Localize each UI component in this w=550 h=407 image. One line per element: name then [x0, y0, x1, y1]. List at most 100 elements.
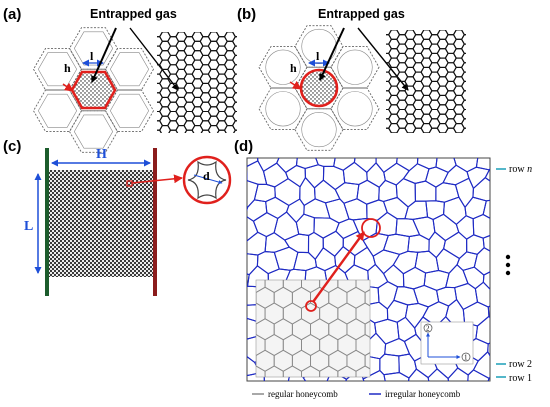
honeycomb-cell [390, 30, 398, 31]
honeycomb-cell [423, 30, 430, 31]
dim-h-label-b: h [290, 61, 297, 75]
honeycomb-cell [429, 16, 440, 25]
honeycomb-cell [373, 142, 384, 151]
regular-cell [229, 303, 247, 324]
irregular-cell [497, 322, 516, 339]
honeycomb-cell [373, 77, 384, 86]
dim-l-label-a: l [90, 49, 94, 63]
honeycomb-cell [373, 133, 384, 142]
honeycomb-cell [226, 32, 234, 33]
honeycomb-cell [231, 36, 237, 47]
honeycomb-cell [144, 32, 155, 41]
regular-cell [229, 366, 247, 387]
honeycomb-cell [445, 16, 456, 25]
lattice-specimen [47, 170, 154, 277]
honeycomb-cell [144, 126, 155, 135]
honeycomb-cell [460, 127, 466, 133]
schematic-cell [32, 47, 83, 91]
honeycomb-pattern-b [373, 16, 473, 151]
irregular-cell [386, 131, 409, 150]
irregular-cell [503, 300, 529, 323]
irregular-cell [487, 376, 490, 381]
schematic-cell [258, 45, 308, 89]
core-hexagon-a [70, 70, 117, 110]
schematic-cell-inner [265, 49, 301, 85]
panel-label-d: (d) [234, 138, 253, 155]
honeycomb-cell [460, 62, 466, 73]
honeycomb-cell [144, 116, 155, 125]
irregular-cell [247, 206, 249, 212]
honeycomb-cell [389, 142, 400, 151]
honeycomb-cell [373, 86, 384, 95]
irregular-cell [495, 249, 519, 274]
irregular-cell [487, 342, 490, 357]
honeycomb-cell [200, 18, 211, 27]
honeycomb-cell [373, 114, 384, 123]
panel-label-c: (c) [3, 138, 21, 155]
irregular-cell [493, 214, 515, 236]
irregular-cell [364, 132, 390, 153]
entrapped-gas-label-b: Entrapped gas [318, 7, 405, 21]
honeycomb-cell [177, 32, 185, 33]
schematic-cell [330, 87, 380, 131]
regular-cell [364, 320, 370, 338]
irregular-cell [487, 305, 490, 319]
schematic-cell-inner [37, 52, 78, 87]
dim-h-label-a: h [64, 61, 71, 75]
honeycomb-cell [381, 138, 392, 147]
honeycomb-cell [445, 138, 456, 147]
dimension-h-arrow-b [289, 80, 302, 90]
honeycomb-cell [437, 142, 448, 151]
honeycomb-cell [460, 80, 466, 92]
gas-pointer-arrow-b2 [357, 27, 409, 91]
honeycomb-cell [231, 92, 237, 103]
legend-regular-label: regular honeycomb [268, 389, 338, 399]
schematic-cell-inner [37, 93, 78, 128]
legend: regular honeycomb irregular honeycomb [252, 389, 461, 399]
core-circle-b [299, 68, 339, 108]
irregular-cell [506, 230, 524, 253]
honeycomb-cell [421, 142, 432, 151]
regular-cell [355, 365, 370, 377]
honeycomb-cell [194, 32, 201, 33]
schematic-cell [258, 87, 308, 131]
honeycomb-cell [429, 138, 440, 147]
honeycomb-cell [460, 99, 466, 111]
dim-L-label: L [24, 219, 33, 234]
irregular-cell [484, 167, 490, 182]
regular-cell [364, 352, 370, 370]
honeycomb-cell [460, 71, 466, 82]
honeycomb-cell [373, 124, 384, 133]
honeycomb-cell [390, 132, 398, 133]
honeycomb-cell [406, 132, 414, 133]
irregular-cell [285, 133, 307, 151]
honeycomb-cell [231, 64, 237, 75]
irregular-cell [443, 132, 467, 156]
honeycomb-cell [144, 79, 155, 88]
right-boundary-bar [153, 148, 157, 296]
honeycomb-cell [160, 135, 171, 144]
panel-b: (b) Entrapped gas l h [237, 6, 473, 151]
legend-irregular-label: irregular honeycomb [385, 389, 461, 399]
irregular-cell [267, 129, 290, 156]
regular-cell [229, 335, 247, 356]
schematic-cell [294, 25, 344, 68]
irregular-cell [425, 132, 444, 153]
honeycomb-cell [460, 118, 466, 129]
schematic-cell [330, 45, 380, 89]
schematic-cell [68, 27, 119, 70]
honeycomb-cell [462, 138, 473, 147]
dim-l-label-b: l [316, 49, 320, 63]
gas-pointer-arrow-a2 [129, 27, 179, 91]
honeycomb-cell [413, 16, 424, 25]
honeycomb-cell [144, 23, 155, 32]
irregular-cell [482, 199, 490, 219]
irregular-cell [345, 129, 368, 150]
honeycomb-cell [144, 135, 155, 144]
zoom-arrow-d [312, 231, 365, 303]
honeycomb-cell [210, 32, 218, 33]
honeycomb-cell [460, 30, 466, 36]
gas-pointer-arrow-a [91, 27, 117, 83]
honeycomb-cell [406, 30, 414, 31]
panel-a: (a) Entrapped gas l h [3, 6, 237, 153]
